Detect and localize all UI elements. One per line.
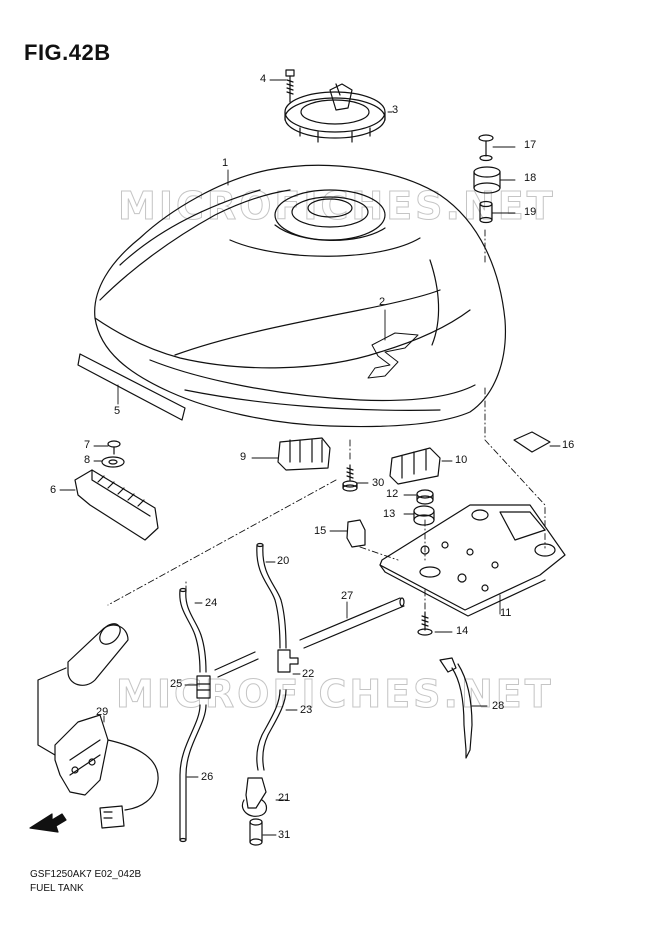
callout-1: 1 bbox=[222, 157, 229, 169]
callout-24: 24 bbox=[205, 597, 218, 609]
screw-part-7[interactable] bbox=[107, 440, 121, 455]
callout-20: 20 bbox=[277, 555, 290, 567]
hose-part-24[interactable] bbox=[179, 587, 207, 673]
figure-title: FIG.42B bbox=[24, 40, 111, 65]
cushion-part-18[interactable] bbox=[473, 166, 501, 194]
tube-part-28[interactable] bbox=[439, 657, 473, 759]
bolt-part-14[interactable] bbox=[417, 611, 433, 636]
callout-25: 25 bbox=[170, 678, 183, 690]
callout-16: 16 bbox=[562, 439, 575, 451]
joint-part-22[interactable] bbox=[277, 649, 299, 673]
clip-part-31[interactable] bbox=[249, 818, 263, 846]
callout-29: 29 bbox=[96, 706, 109, 718]
grommet-part-13[interactable] bbox=[413, 505, 435, 526]
trim-strip-part[interactable] bbox=[77, 353, 186, 421]
cushion-part-15[interactable] bbox=[346, 519, 366, 548]
clamp-part-21[interactable] bbox=[241, 777, 268, 817]
model-code: GSF1250AK7 E02_042B bbox=[30, 869, 142, 880]
collar-part-19[interactable] bbox=[479, 200, 493, 224]
callout-13: 13 bbox=[383, 508, 396, 520]
bolt-part-17[interactable] bbox=[478, 134, 494, 162]
callout-10: 10 bbox=[455, 454, 468, 466]
callout-22: 22 bbox=[302, 668, 315, 680]
cushion-part-10[interactable] bbox=[389, 447, 441, 485]
bolt-part-30[interactable] bbox=[342, 464, 358, 492]
mounting-plate-part[interactable] bbox=[379, 504, 566, 617]
callout-26: 26 bbox=[201, 771, 214, 783]
callout-31: 31 bbox=[278, 829, 291, 841]
callout-15: 15 bbox=[314, 525, 327, 537]
pad-part-16[interactable] bbox=[513, 431, 551, 453]
bracket-part-6[interactable] bbox=[74, 469, 159, 541]
hose-part-20[interactable] bbox=[256, 542, 287, 649]
hose-part-26[interactable] bbox=[179, 704, 207, 843]
callout-9: 9 bbox=[240, 451, 247, 463]
callout-17: 17 bbox=[524, 139, 537, 151]
callout-4: 4 bbox=[260, 73, 267, 85]
callout-23: 23 bbox=[300, 704, 313, 716]
callout-19: 19 bbox=[524, 206, 537, 218]
callout-6: 6 bbox=[50, 484, 57, 496]
watermark-bottom: MICROFICHES.NET bbox=[116, 672, 554, 717]
callout-18: 18 bbox=[524, 172, 537, 184]
callout-7: 7 bbox=[84, 439, 91, 451]
fuel-tank-part[interactable] bbox=[94, 164, 507, 428]
callout-30: 30 bbox=[372, 477, 385, 489]
callout-21: 21 bbox=[278, 792, 291, 804]
callout-3: 3 bbox=[392, 104, 399, 116]
hose-part-23[interactable] bbox=[256, 689, 287, 771]
callout-8: 8 bbox=[84, 454, 91, 466]
fuel-pump-part[interactable] bbox=[37, 620, 159, 829]
hose-part-27[interactable] bbox=[214, 597, 405, 678]
tank-emblem-part[interactable] bbox=[367, 332, 419, 379]
bolt-part-4[interactable] bbox=[285, 69, 295, 103]
callout-5: 5 bbox=[114, 405, 121, 417]
callout-12: 12 bbox=[386, 488, 399, 500]
washer-part-8[interactable] bbox=[101, 456, 125, 468]
callout-14: 14 bbox=[456, 625, 469, 637]
callout-11: 11 bbox=[500, 607, 512, 619]
leader-lines bbox=[59, 79, 561, 836]
section-name: FUEL TANK bbox=[30, 883, 84, 894]
callout-2: 2 bbox=[379, 296, 386, 308]
fuel-cap-part[interactable] bbox=[284, 83, 386, 143]
fwd-arrow-icon bbox=[29, 813, 67, 833]
cushion-part-9[interactable] bbox=[277, 437, 331, 471]
callout-27: 27 bbox=[341, 590, 354, 602]
collar-part-12[interactable] bbox=[416, 489, 434, 505]
callout-28: 28 bbox=[492, 700, 505, 712]
joint-part-25[interactable] bbox=[196, 675, 211, 699]
